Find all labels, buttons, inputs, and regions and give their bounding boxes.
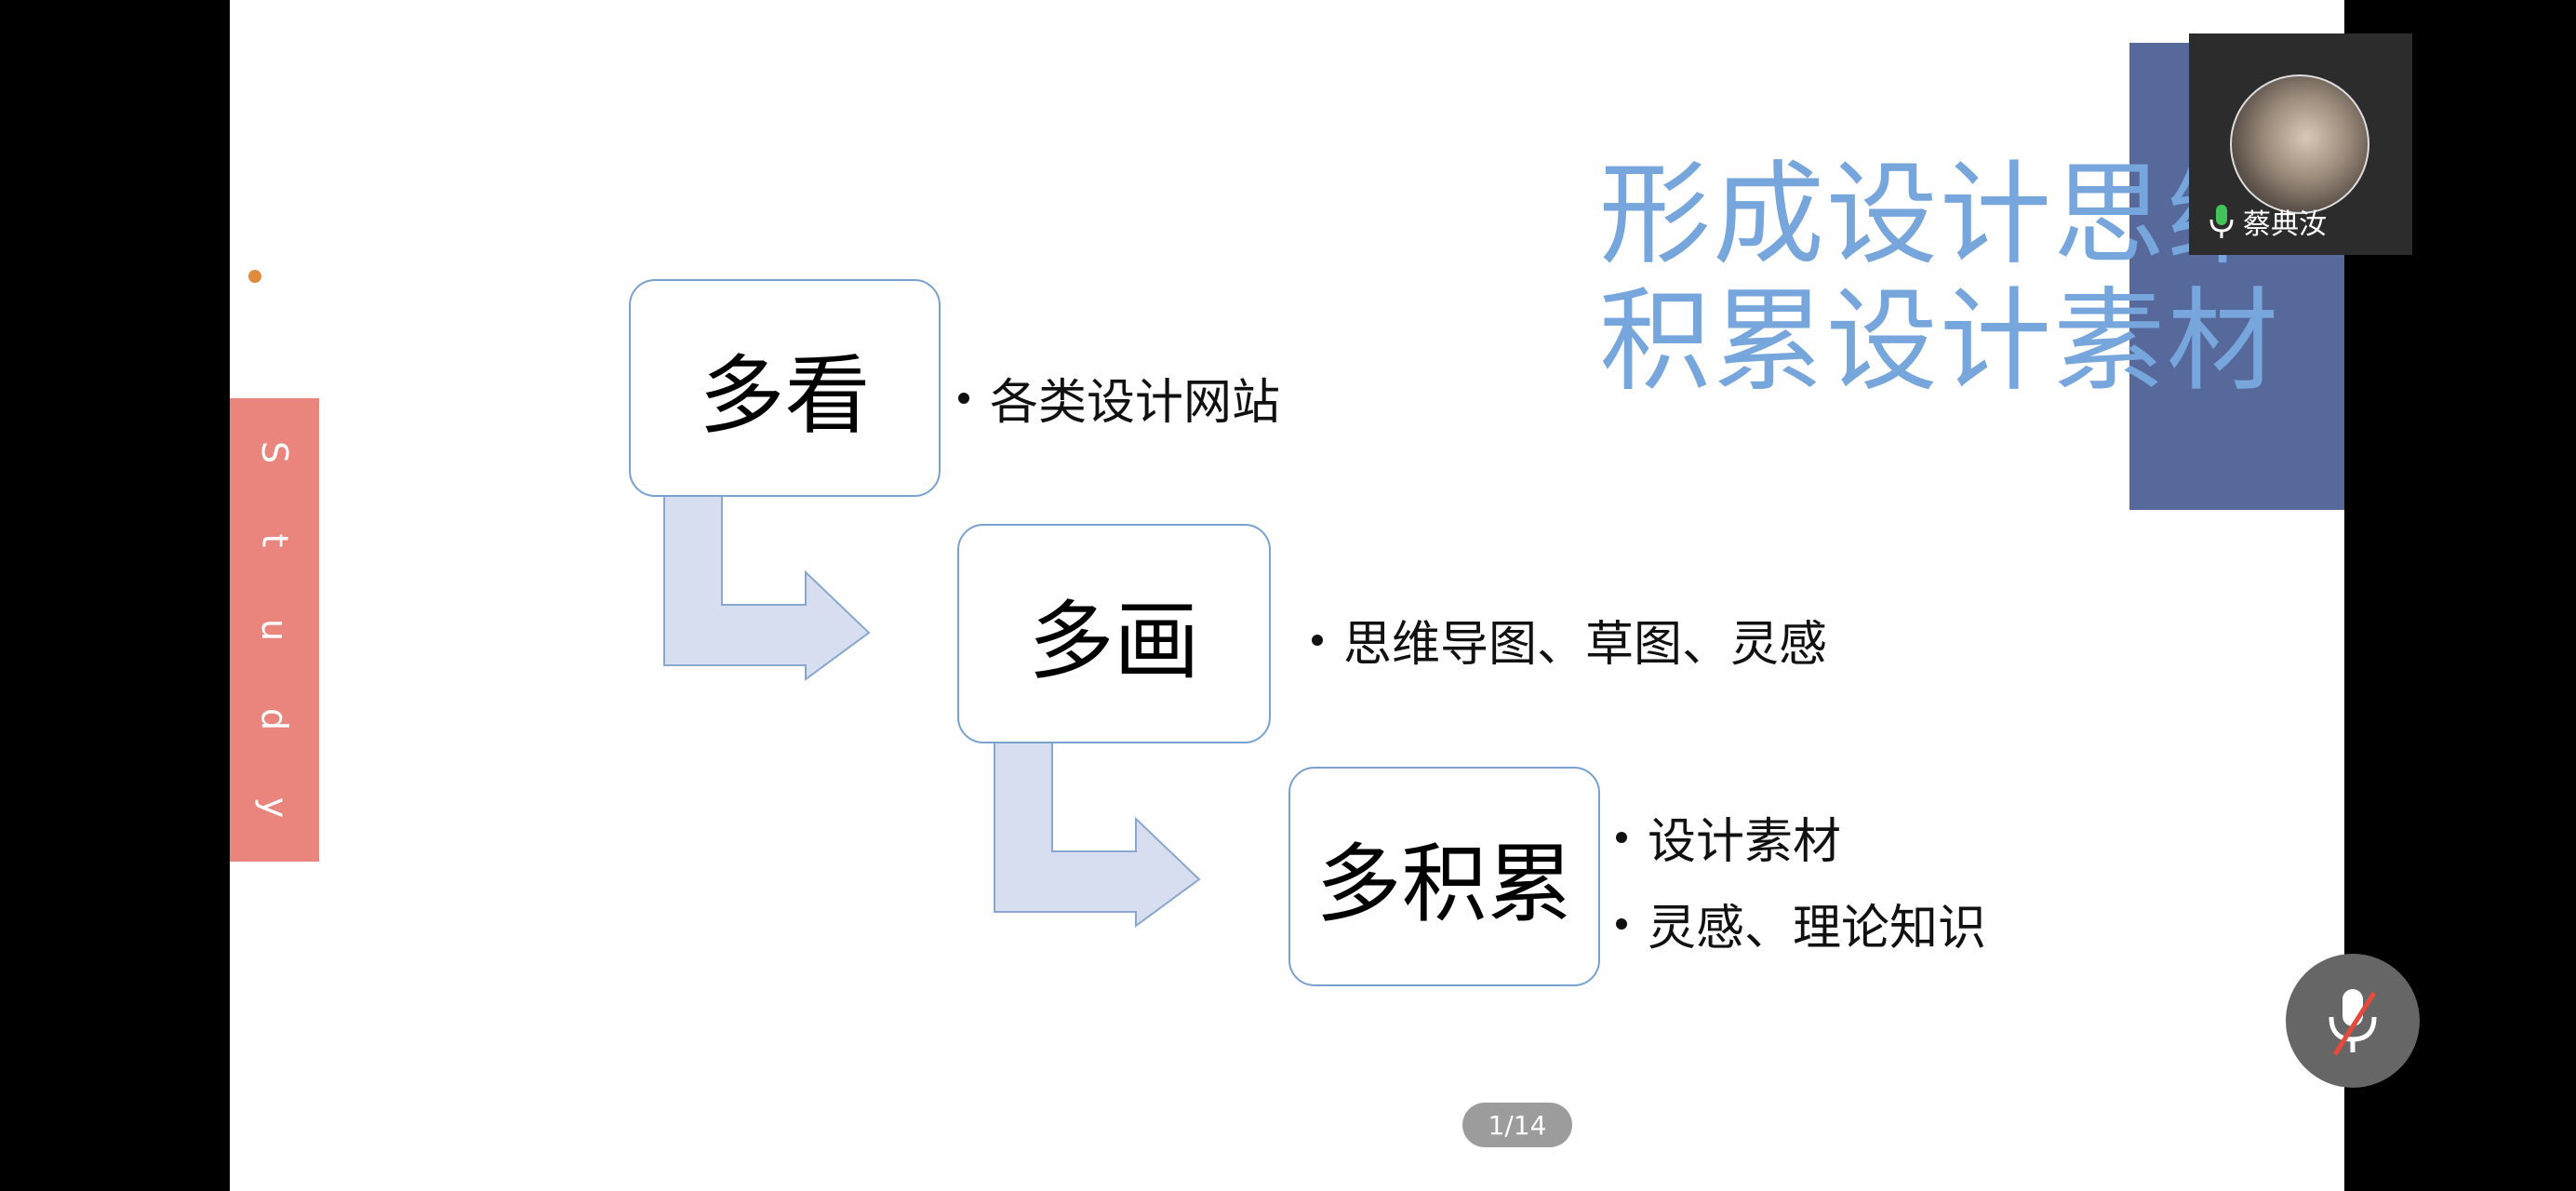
microphone-active-icon bbox=[2209, 205, 2234, 238]
bullet-dot bbox=[1616, 917, 1627, 930]
page-indicator: 1/14 bbox=[1462, 1103, 1572, 1147]
bullet-design-materials: 设计素材 bbox=[1616, 802, 1841, 872]
bullet-text: 设计素材 bbox=[1648, 814, 1842, 870]
bullet-text: 灵感、理论知识 bbox=[1648, 901, 1987, 957]
step-box-draw-more: 多画 bbox=[957, 524, 1271, 743]
bullet-dot bbox=[1312, 634, 1323, 646]
study-side-tab: S t u d y bbox=[230, 398, 319, 862]
bullet-design-websites: 各类设计网站 bbox=[958, 363, 1280, 433]
slide-title-line-1: 形成设计思维 bbox=[1599, 151, 2280, 280]
step-box-accumulate-more: 多积累 bbox=[1288, 767, 1600, 986]
mute-toggle-button[interactable] bbox=[2286, 954, 2420, 1088]
bullet-text: 各类设计网站 bbox=[990, 375, 1281, 431]
slide-title-line-2: 积累设计素材 bbox=[1599, 277, 2280, 407]
side-tab-letter: d bbox=[254, 707, 295, 730]
side-tab-letter: u bbox=[254, 618, 295, 642]
bullet-dot bbox=[958, 392, 969, 404]
laser-pointer-dot bbox=[248, 270, 261, 283]
arrow-step-1-to-2 bbox=[663, 494, 871, 681]
participant-name-row: 蔡典汝 bbox=[2208, 201, 2327, 242]
presentation-slide: S t u d y 形成设计思维 积累设计素材 多看 多画 多积累 各类设计网站… bbox=[230, 0, 2344, 1191]
microphone-muted-icon bbox=[2329, 989, 2377, 1056]
side-tab-letter: t bbox=[254, 533, 295, 548]
bullet-text: 思维导图、草图、灵感 bbox=[1343, 617, 1828, 673]
participant-video-tile[interactable]: 蔡典汝 bbox=[2189, 33, 2412, 255]
step-box-look-more: 多看 bbox=[629, 279, 941, 497]
bullet-mindmap-sketch: 思维导图、草图、灵感 bbox=[1312, 605, 1827, 675]
participant-name: 蔡典汝 bbox=[2243, 208, 2327, 241]
bullet-dot bbox=[1616, 831, 1627, 843]
side-tab-letter: y bbox=[254, 796, 295, 819]
arrow-step-2-to-3 bbox=[994, 741, 1201, 928]
participant-avatar bbox=[2230, 74, 2369, 214]
side-tab-letter: S bbox=[254, 440, 295, 463]
bullet-inspiration-theory: 灵感、理论知识 bbox=[1616, 889, 1986, 958]
